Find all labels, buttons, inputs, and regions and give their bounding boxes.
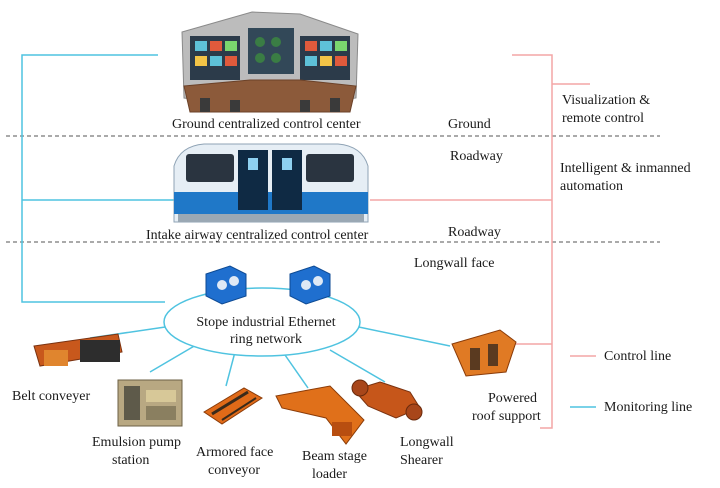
intake-center-label: Intake airway centralized control center — [146, 228, 369, 243]
ground-center-label: Ground centralized control center — [172, 117, 361, 132]
roof-support-label-line1: Powered — [488, 391, 537, 406]
armored-conveyor-label-line2: conveyor — [208, 463, 261, 478]
automation-label-line2: automation — [560, 179, 623, 194]
automation-label-line1: Intelligent & inmanned — [560, 161, 691, 176]
emulsion-pump-label-line1: Emulsion pump — [92, 435, 182, 450]
emulsion-pump-label-line2: station — [112, 453, 150, 468]
longwall-shearer-image — [351, 379, 423, 421]
emulsion-pump-station-image — [117, 379, 183, 427]
shearer-label-line1: Longwall — [400, 435, 454, 450]
intake-control-center-image — [173, 143, 369, 223]
control-lines — [370, 54, 590, 429]
shearer-label-line2: Shearer — [400, 453, 443, 468]
ground-control-room-image — [181, 11, 359, 113]
level-ground-label: Ground — [448, 117, 491, 132]
level-roadway-top-label: Roadway — [450, 149, 503, 164]
network-label-line2: ring network — [230, 332, 302, 347]
network-label-line1: Stope industrial Ethernet — [196, 315, 336, 330]
armored-face-conveyor-image — [203, 387, 263, 425]
legend-control-label: Control line — [604, 349, 672, 364]
armored-conveyor-label-line1: Armored face — [196, 445, 274, 460]
network-switch-left — [205, 265, 247, 305]
powered-roof-support-image — [451, 329, 517, 377]
beam-stage-loader-label-line2: loader — [312, 467, 347, 482]
legend-monitoring-label: Monitoring line — [604, 400, 693, 415]
beam-stage-loader-image — [275, 385, 365, 445]
beam-stage-loader-label-line1: Beam stage — [302, 449, 367, 464]
visualization-label-line1: Visualization & — [562, 93, 651, 108]
ethernet-ring — [163, 287, 361, 357]
roof-support-label-line2: roof support — [472, 409, 541, 424]
belt-conveyer-label: Belt conveyer — [12, 389, 91, 404]
level-longwall-face-label: Longwall face — [414, 256, 495, 271]
level-roadway-bottom-label: Roadway — [448, 225, 501, 240]
network-switch-right — [289, 265, 331, 305]
visualization-label-line2: remote control — [562, 111, 645, 126]
belt-conveyer-image — [33, 333, 123, 367]
monitoring-lines — [21, 54, 451, 389]
